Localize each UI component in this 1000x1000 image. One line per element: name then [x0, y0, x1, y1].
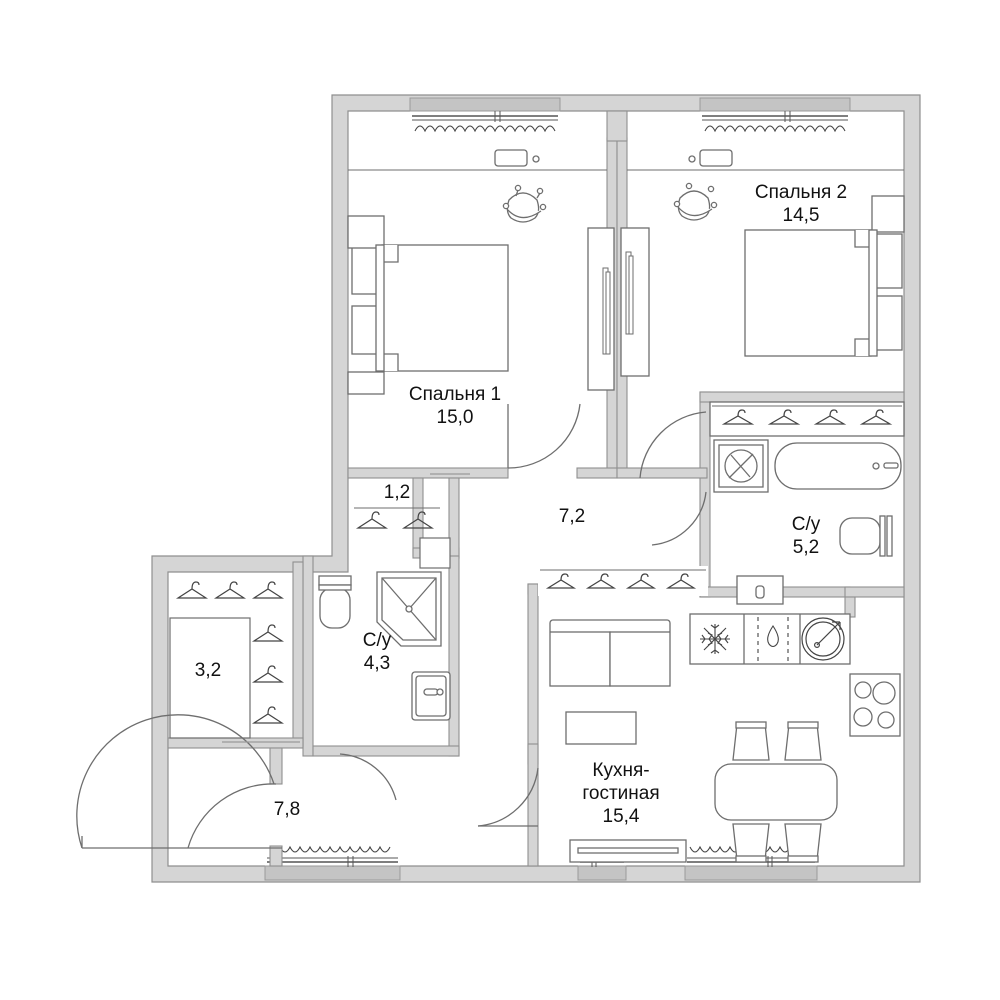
room-area-wardrobe-room: 3,2	[195, 660, 221, 681]
partition-hall-upper-right	[616, 467, 708, 479]
ceiling-fixture	[699, 149, 733, 167]
door-bathroom-second	[339, 753, 397, 801]
partition-bath2-left	[302, 555, 314, 757]
hanger-rail-bath	[709, 401, 905, 437]
outer-wall	[151, 94, 921, 883]
ceiling-point	[688, 155, 696, 163]
radiator-icon	[414, 125, 556, 133]
chandelier-bedroom1	[502, 184, 547, 223]
bedroom2-furniture	[627, 149, 905, 357]
room-label-kitchen-living-2: гостиная	[582, 783, 659, 804]
wardrobe-center-left	[587, 227, 615, 391]
room-area-kitchen-living: 15,4	[603, 806, 640, 827]
partition-entry-stub-b	[269, 845, 283, 867]
partition-bath2-bottom	[312, 745, 460, 757]
bed-bedroom2	[744, 229, 878, 357]
room-area-bedroom1: 15,0	[437, 407, 474, 428]
room-area-hall-inner: 7,2	[559, 506, 585, 527]
kitchen-sink	[736, 575, 784, 605]
room-label-bathroom-main: С/у	[792, 514, 821, 535]
doors-layer	[76, 403, 707, 849]
room-area-bedroom2: 14,5	[783, 205, 820, 226]
washbasin-main	[713, 439, 769, 493]
partition-bed1-bottom-b	[576, 467, 618, 479]
partition-kitchen-left	[527, 583, 539, 765]
toilet-main	[839, 515, 893, 557]
bathroom-main-fixtures	[709, 401, 905, 557]
partition-wardrobe-right	[292, 561, 304, 747]
chair	[732, 721, 770, 761]
washing-machine-icon	[801, 617, 845, 661]
chandelier-bedroom2	[673, 182, 718, 221]
radiator-icon	[269, 845, 391, 853]
washbasin-second	[411, 671, 451, 721]
ceiling-point	[532, 155, 540, 163]
door-bedroom1	[507, 403, 581, 469]
bathroom-second-fixtures	[318, 571, 451, 721]
walls-layer	[151, 94, 921, 883]
dining-table	[714, 763, 838, 821]
room-label-bedroom2: Спальня 2	[755, 182, 847, 203]
chair	[732, 823, 770, 863]
wardrobe-room-hangers	[175, 581, 285, 724]
room-area-hallway: 7,8	[274, 799, 300, 820]
window-top-left	[409, 97, 561, 133]
room-area-bathroom-second: 4,3	[364, 653, 390, 674]
partition-top-stub	[606, 110, 628, 142]
cooktop	[849, 673, 901, 737]
radiator-icon	[704, 125, 846, 133]
partition-wardrobe-bottom	[167, 737, 304, 749]
toilet-second	[318, 575, 352, 629]
tv-console	[569, 839, 687, 863]
room-label-bedroom1: Спальня 1	[409, 384, 501, 405]
door-entry	[187, 783, 277, 849]
window-top-right	[699, 97, 851, 133]
bedroom1-furniture	[347, 149, 607, 395]
wardrobe-center-right	[620, 227, 650, 377]
partition-kitchen-left-b	[527, 743, 539, 867]
wardrobe-room-outline	[169, 617, 251, 739]
room-labels-layer: Спальня 1 15,0 Спальня 2 14,5 С/у 5,2 С/…	[195, 182, 847, 827]
ceiling-fixture	[494, 149, 528, 167]
room-label-kitchen-living: Кухня-	[592, 760, 649, 781]
closet12-box	[419, 537, 451, 569]
wall-shelf	[347, 215, 385, 249]
closet12-hangers	[354, 507, 440, 529]
shower-corner	[376, 571, 442, 647]
room-area-closet-small: 1,2	[384, 482, 410, 503]
chair	[784, 721, 822, 761]
coffee-table	[565, 711, 637, 745]
chair	[784, 823, 822, 863]
central-wardrobes	[587, 227, 650, 391]
bed-bedroom1	[375, 244, 509, 372]
bathtub	[774, 442, 902, 490]
fridge-icon	[700, 624, 730, 654]
kitchen-living-furniture	[549, 575, 901, 863]
door-bedroom2	[639, 411, 707, 479]
partition-bath-main-top	[699, 391, 905, 403]
room-area-bathroom-main: 5,2	[793, 537, 819, 558]
room-label-bathroom-second: С/у	[363, 630, 392, 651]
windows-layer	[264, 97, 851, 881]
partition-bed1-bottom	[347, 467, 509, 479]
window-bottom-left	[264, 845, 401, 881]
partition-bath-main-bottom-b	[844, 586, 905, 598]
partition-bath2-right	[448, 555, 460, 757]
hall-hanger-rail	[538, 566, 708, 596]
sofa	[549, 619, 671, 687]
door-kitchen	[477, 767, 539, 827]
dishwasher-icon	[757, 617, 789, 661]
wall-shelf	[871, 195, 905, 233]
door-entry-arc	[76, 714, 275, 849]
wall-shelf	[347, 371, 385, 395]
door-bathroom-main	[651, 491, 707, 546]
